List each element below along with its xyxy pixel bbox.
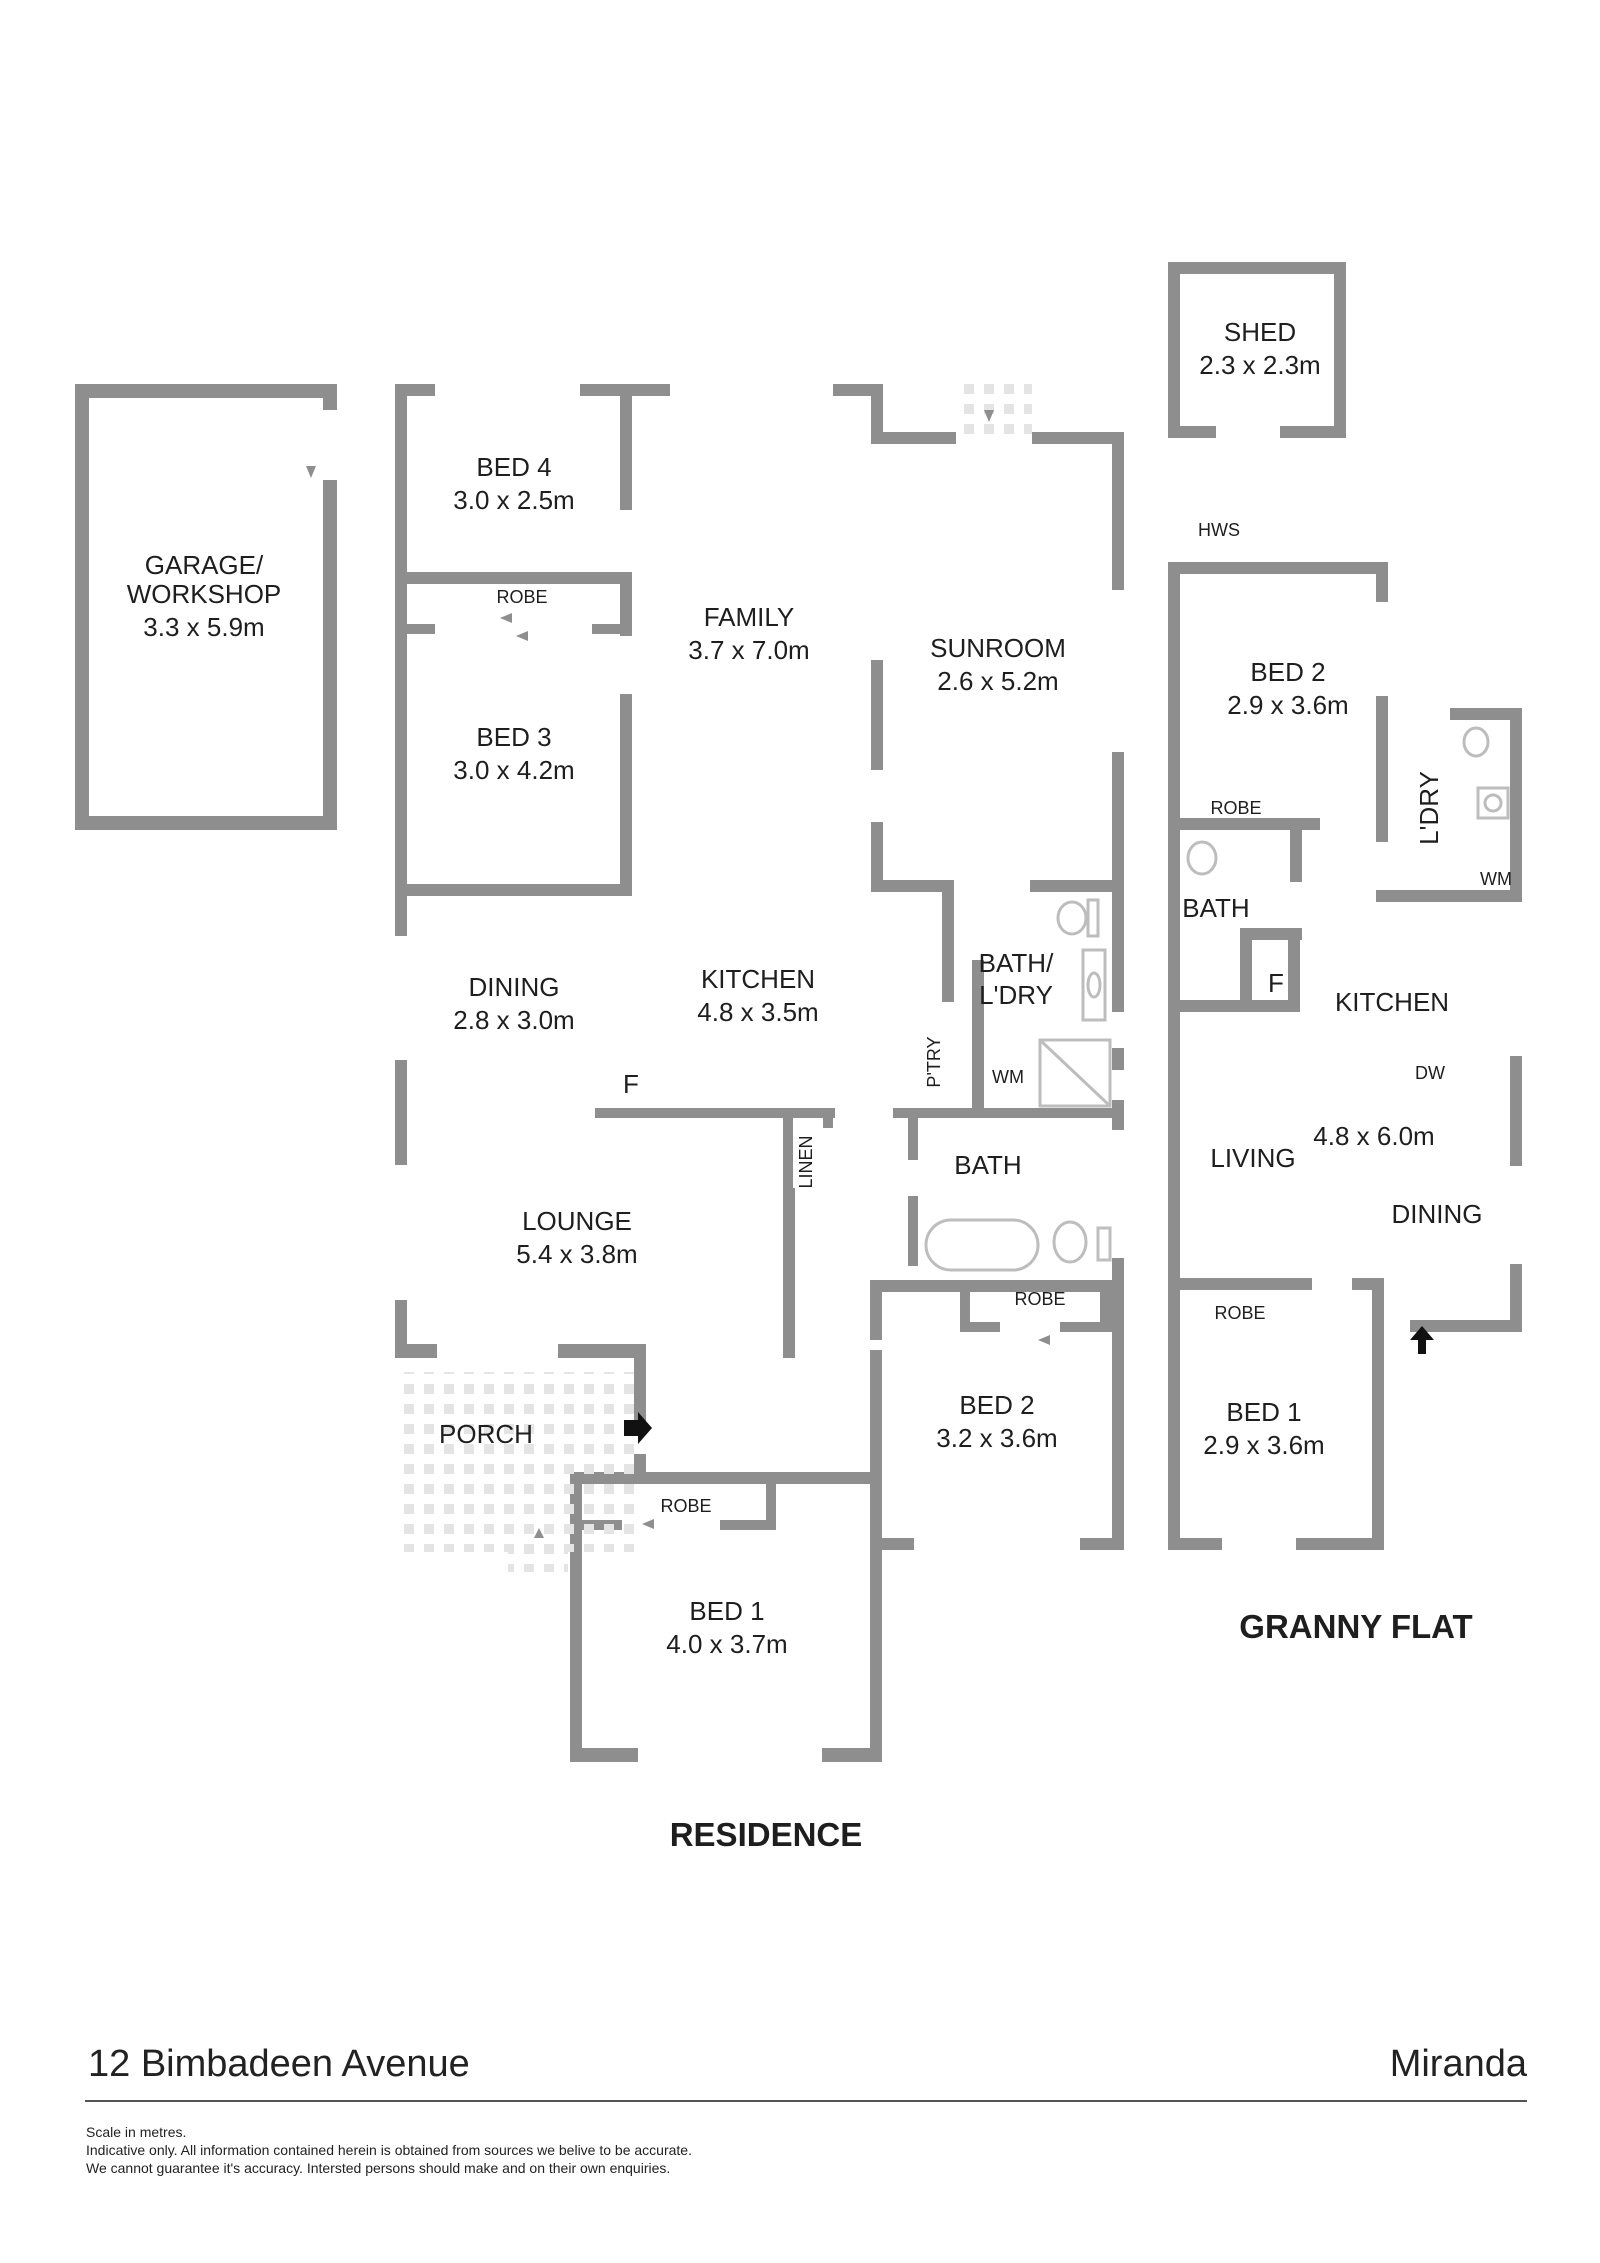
shed-label: SHED [1224,317,1296,347]
gf-bed2-dims: 2.9 x 3.6m [1227,690,1348,720]
gf-bed1-dims: 2.9 x 3.6m [1203,1430,1324,1460]
shed [1168,262,1346,438]
gf-dining-label: DINING [1392,1199,1483,1229]
robe-bed1-label: ROBE [660,1496,711,1516]
hws-label: HWS [1198,520,1240,540]
sunroom-dims: 2.6 x 5.2m [937,666,1058,696]
gf-bed2-label: BED 2 [1250,657,1325,687]
gf-ldry-label: L'DRY [1414,771,1444,845]
gf-bath-label: BATH [1182,893,1249,923]
bath-ldry-wm-label: WM [992,1067,1024,1087]
gf-kitchen-label: KITCHEN [1335,987,1449,1017]
bath-ldry-label-1: BATH/ [979,948,1054,978]
residence-fixtures [924,898,1112,1272]
granny-flat-fixtures [1186,726,1510,1354]
lounge-label: LOUNGE [522,1206,632,1236]
residence-walls [395,384,1124,1762]
garage-label-2: WORKSHOP [127,579,282,609]
bed4-label: BED 4 [476,452,551,482]
garage-label-1: GARAGE/ [145,550,264,580]
residence-title: RESIDENCE [670,1816,863,1853]
lounge-dims: 5.4 x 3.8m [516,1239,637,1269]
garage [75,384,337,830]
linen-label: LINEN [796,1135,816,1188]
bed2-label: BED 2 [959,1390,1034,1420]
bath-ldry-label-2: L'DRY [979,980,1053,1010]
kitchen-label: KITCHEN [701,964,815,994]
footer-note-scale: Scale in metres. [86,2124,187,2140]
footer-note-disclaimer: Indicative only. All information contain… [86,2142,692,2158]
robe-bed2-label: ROBE [1014,1289,1065,1309]
kitchen-fridge-label: F [623,1069,639,1099]
pantry-label: P'TRY [924,1036,944,1087]
gf-robe-bed2-label: ROBE [1210,798,1261,818]
footer-notes: Scale in metres. Indicative only. All in… [86,2123,692,2177]
bed1-label: BED 1 [689,1596,764,1626]
dining-dims: 2.8 x 3.0m [453,1005,574,1035]
bed3-label: BED 3 [476,722,551,752]
granny-entry-arrow-icon [1410,1326,1434,1354]
sunroom-door-tiles [956,384,1032,440]
kitchen-dims: 4.8 x 3.5m [697,997,818,1027]
porch-tiles [398,1366,634,1572]
family-dims: 3.7 x 7.0m [688,635,809,665]
dining-label: DINING [469,972,560,1002]
property-address: 12 Bimbadeen Avenue [88,2043,470,2085]
granny-flat-title: GRANNY FLAT [1239,1608,1472,1645]
footer-divider [85,2100,1527,2102]
gf-fridge-label: F [1268,968,1284,998]
footer-note-guarantee: We cannot guarantee it's accuracy. Inter… [86,2160,671,2176]
granny-flat-walls [1168,562,1522,1550]
bed4-dims: 3.0 x 2.5m [453,485,574,515]
bed2-dims: 3.2 x 3.6m [936,1423,1057,1453]
gf-robe-bed1-label: ROBE [1214,1303,1265,1323]
shed-dims: 2.3 x 2.3m [1199,350,1320,380]
porch-label: PORCH [439,1419,533,1449]
bed1-dims: 4.0 x 3.7m [666,1629,787,1659]
gf-living-dims: 4.8 x 6.0m [1313,1121,1434,1151]
bed3-dims: 3.0 x 4.2m [453,755,574,785]
property-suburb: Miranda [1389,2043,1527,2085]
garage-dims: 3.3 x 5.9m [143,612,264,642]
gf-dw-label: DW [1415,1063,1445,1083]
gf-living-label: LIVING [1210,1143,1295,1173]
entry-arrow-icon [624,1412,652,1444]
sunroom-label: SUNROOM [930,633,1066,663]
family-label: FAMILY [704,602,795,632]
gf-wm-label: WM [1480,869,1512,889]
gf-bed1-label: BED 1 [1226,1397,1301,1427]
robe-bed4-label: ROBE [496,587,547,607]
residence-markers [500,410,1050,1538]
bath-label: BATH [954,1150,1021,1180]
